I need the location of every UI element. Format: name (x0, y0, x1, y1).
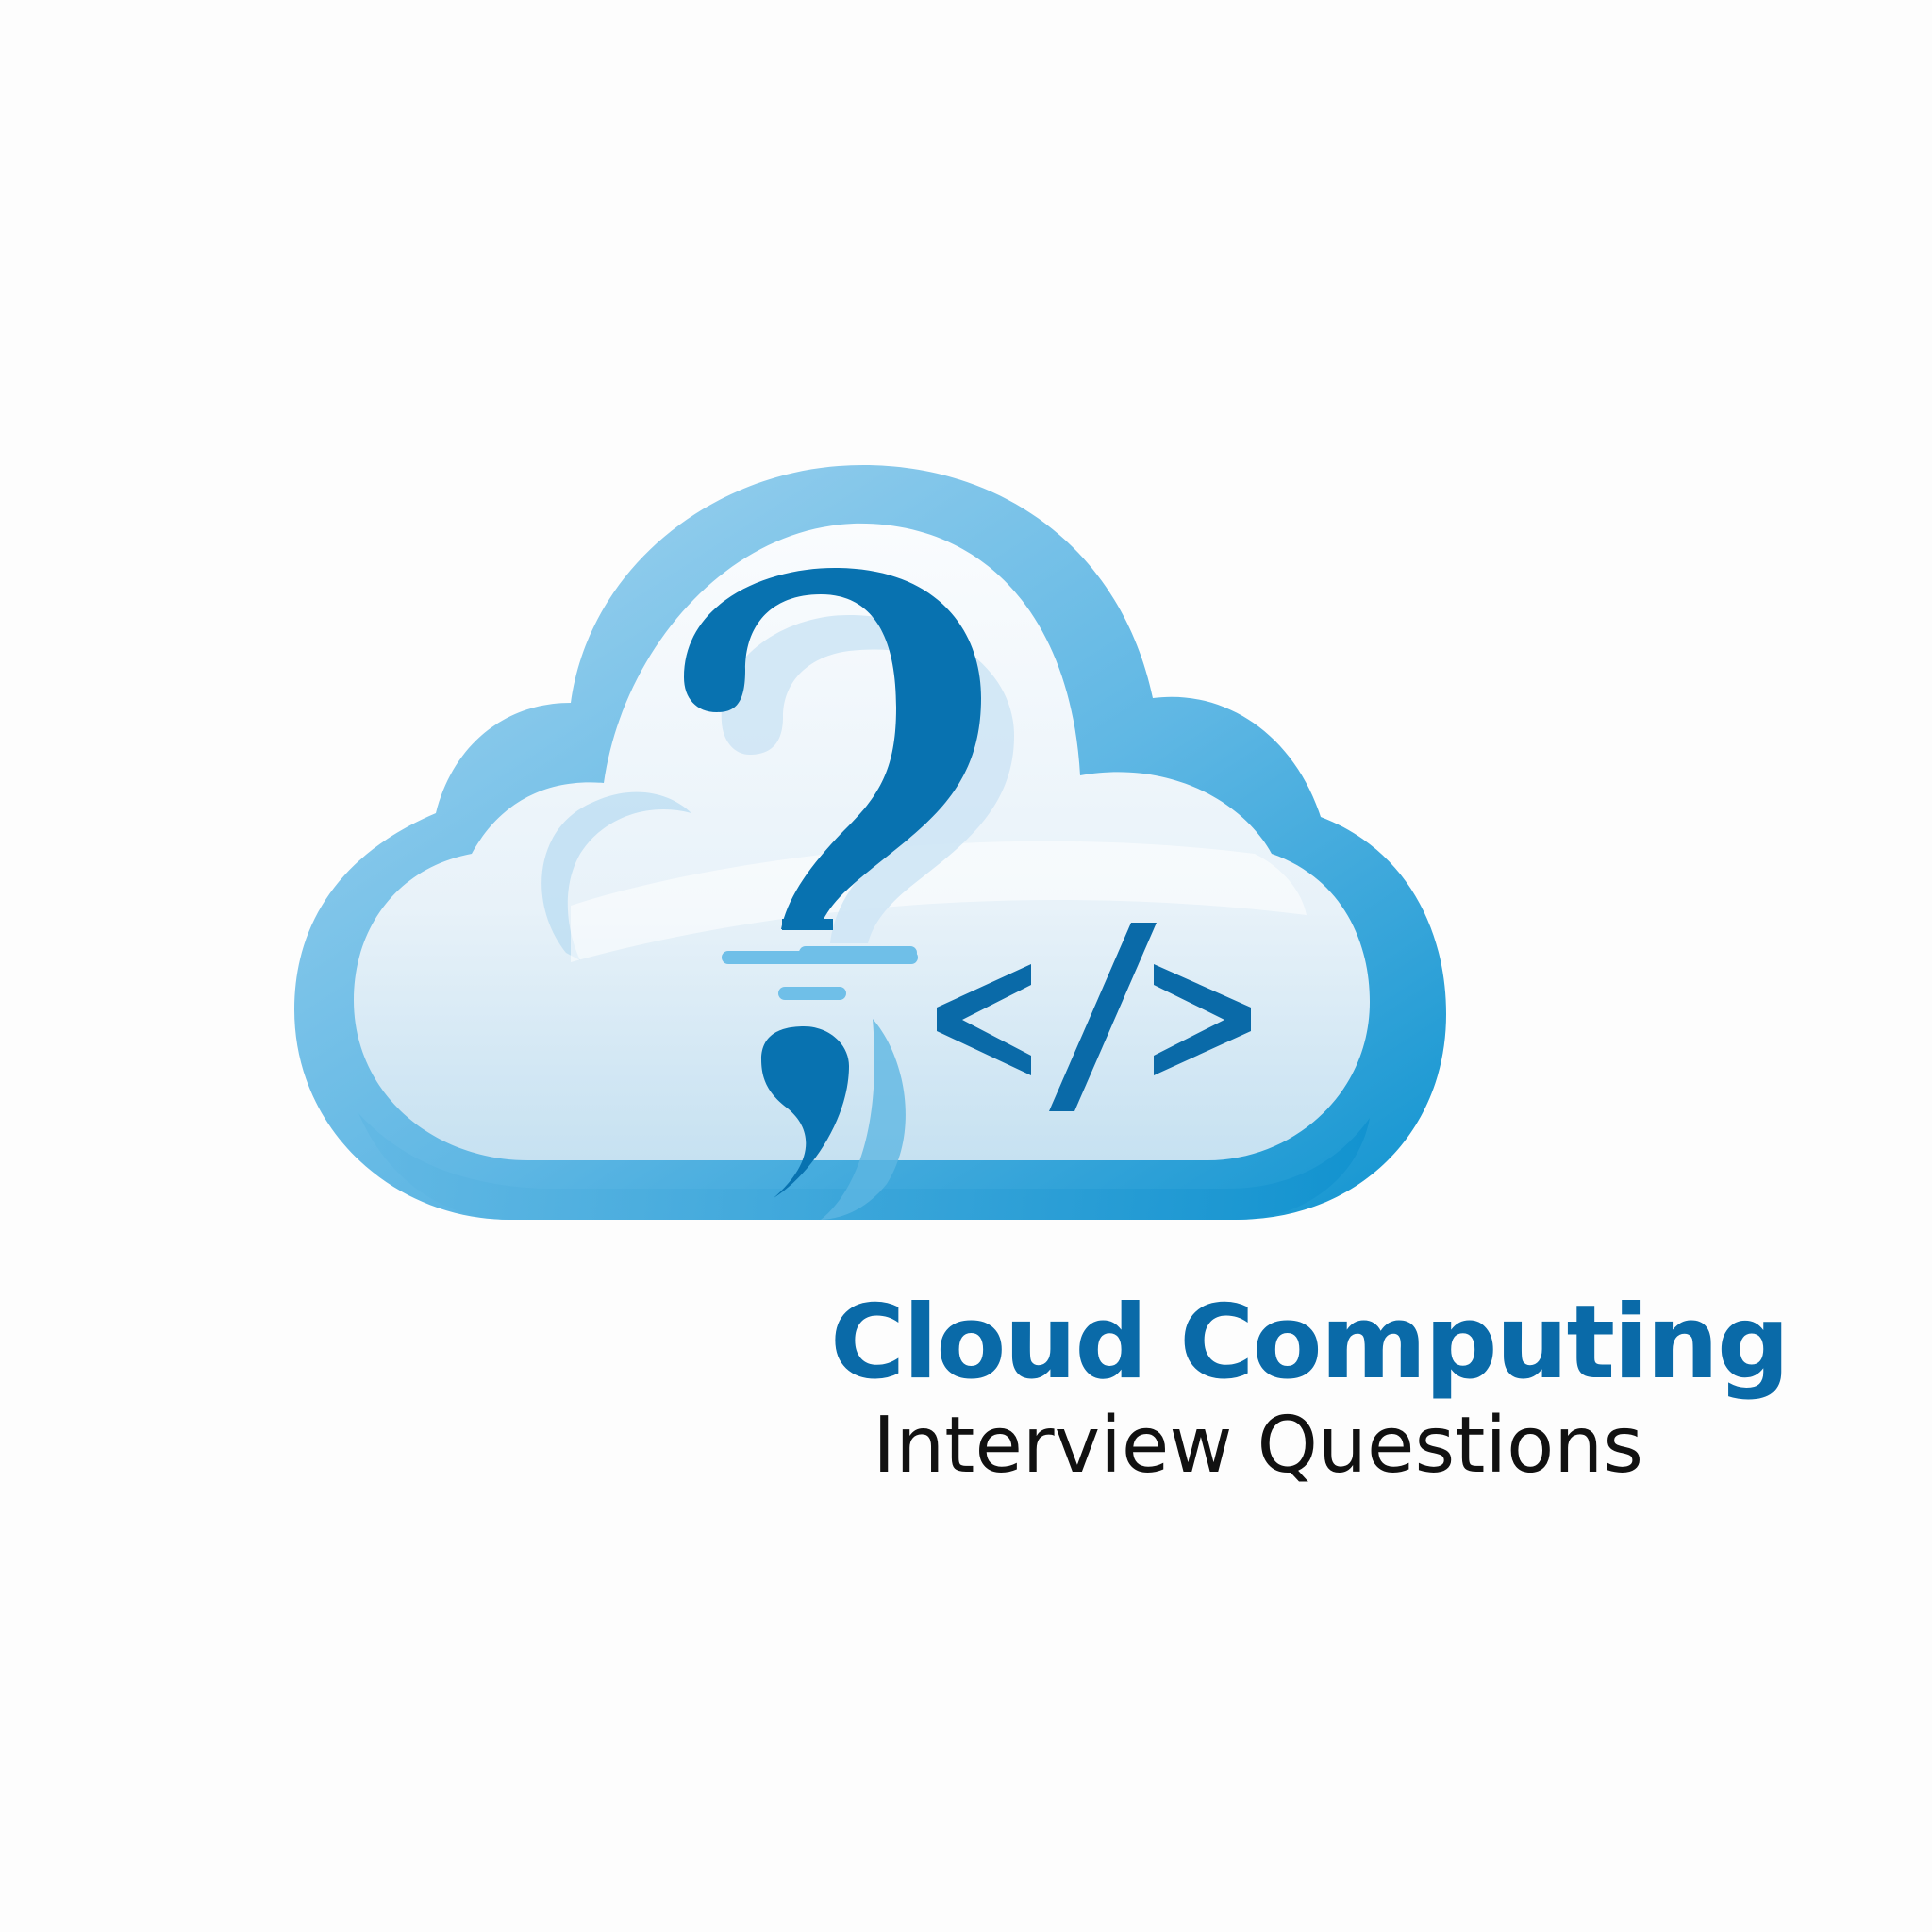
logo-subtitle: Interview Questions (873, 1401, 1643, 1491)
code-brackets-icon (937, 923, 1251, 1111)
question-mark-icon (684, 568, 1014, 1220)
logo-wordmark: Cloud Computing Interview Questions (830, 1284, 1790, 1493)
logo-title: Cloud Computing (830, 1284, 1790, 1402)
